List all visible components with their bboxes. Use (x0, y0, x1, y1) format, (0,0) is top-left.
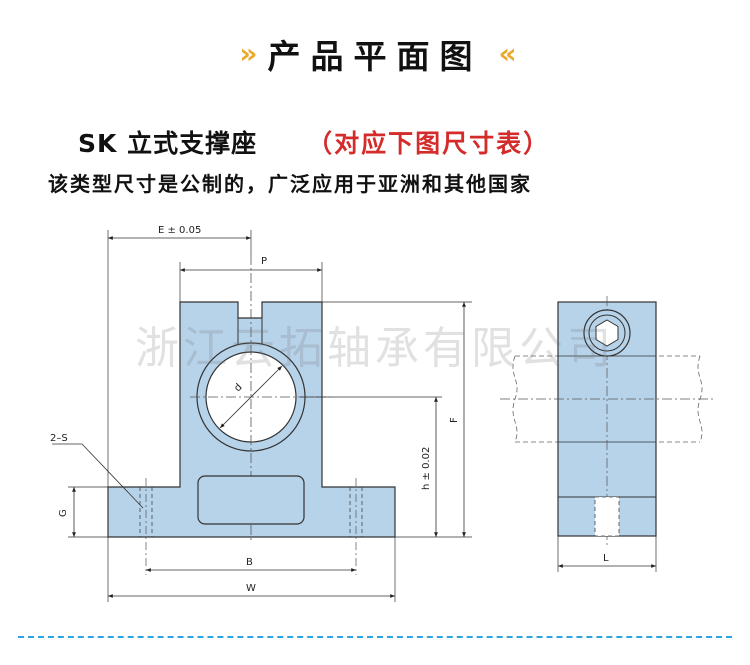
product-name: SK 立式支撑座 (78, 129, 258, 158)
front-view: d E ± 0.05 P F h ± 0.02 2–S (50, 225, 472, 602)
dim-E-label: E ± 0.05 (158, 225, 201, 236)
product-heading: SK 立式支撑座 （对应下图尺寸表） (78, 124, 550, 160)
dim-G-label: G (58, 509, 69, 517)
side-view: L (500, 296, 715, 572)
dim-L-label: L (603, 553, 609, 564)
hex-socket-screw-icon (583, 309, 631, 357)
base-window (197, 475, 305, 525)
section-title: 产品平面图 (267, 37, 483, 76)
section-header: » 产品平面图 « (0, 28, 750, 80)
product-note: （对应下图尺寸表） (307, 129, 551, 158)
dim-P-label: P (261, 256, 267, 267)
dim-h-label: h ± 0.02 (421, 447, 432, 490)
product-description: 该类型尺寸是公制的，广泛应用于亚洲和其他国家 (48, 172, 532, 196)
dim-B-label: B (246, 557, 253, 568)
dim-W-label: W (246, 583, 256, 594)
watermark: 浙江云拓轴承有限公司 (135, 323, 615, 374)
divider-line (18, 636, 732, 638)
dim-F-label: F (449, 417, 460, 423)
dim-S-label: 2–S (50, 433, 68, 444)
